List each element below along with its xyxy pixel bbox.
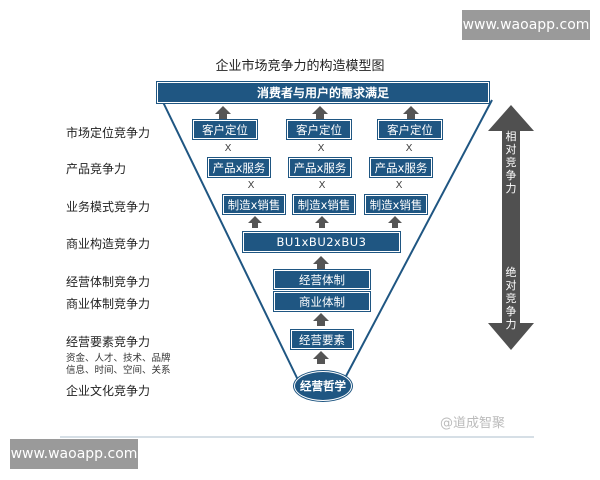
side-char: 相 xyxy=(505,130,517,143)
side-char: 力 xyxy=(505,318,517,331)
box-operation-system: 经营体制 xyxy=(273,269,371,290)
side-char: 竞 xyxy=(505,156,517,169)
label-commercial-system-competitiveness: 商业体制竞争力 xyxy=(66,297,151,311)
funnel-left-edge xyxy=(161,99,299,381)
box-bu: BU1xBU2xBU3 xyxy=(242,231,401,253)
box-product-service-1: 产品x服务 xyxy=(207,157,271,178)
x-mark: X xyxy=(247,180,255,191)
label-market-competitiveness: 市场定位竞争力 xyxy=(66,126,151,140)
label-business-model-competitiveness: 业务模式竞争力 xyxy=(66,200,151,214)
side-arrow xyxy=(488,105,534,350)
up-arrow xyxy=(215,106,231,119)
label-elements-detail-2: 信息、时间、空间、关系 xyxy=(66,365,171,376)
box-operation-elements: 经营要素 xyxy=(290,329,354,350)
side-label-absolute: 绝 对 竞 争 力 xyxy=(504,266,518,331)
box-customer-positioning-1: 客户定位 xyxy=(192,119,258,140)
label-elements-detail-1: 资金、人才、技术、品牌 xyxy=(66,353,171,364)
up-arrow xyxy=(313,256,329,269)
watermark-bottom: www.waoapp.com xyxy=(10,439,138,469)
x-mark: X xyxy=(317,143,325,154)
box-commercial-system: 商业体制 xyxy=(273,291,371,312)
brand-watermark: @道成智聚 xyxy=(440,416,506,431)
side-char: 竞 xyxy=(505,292,517,305)
side-char: 争 xyxy=(505,169,517,182)
diagram-title: 企业市场竞争力的构造模型图 xyxy=(215,59,385,74)
box-manufacture-sales-3: 制造x销售 xyxy=(364,194,428,215)
label-structure-competitiveness: 商业构造竞争力 xyxy=(66,237,151,251)
box-customer-positioning-3: 客户定位 xyxy=(377,119,443,140)
watermark-top: www.waoapp.com xyxy=(462,10,590,40)
box-product-service-2: 产品x服务 xyxy=(288,157,352,178)
up-arrow xyxy=(313,351,329,364)
side-char: 对 xyxy=(505,279,517,292)
label-operation-system-competitiveness: 经营体制竞争力 xyxy=(66,275,151,289)
up-arrow xyxy=(403,106,419,119)
side-char: 力 xyxy=(505,182,517,195)
up-arrow xyxy=(315,216,329,228)
box-manufacture-sales-1: 制造x销售 xyxy=(222,194,286,215)
up-arrow xyxy=(388,216,402,228)
x-mark: X xyxy=(224,143,232,154)
x-mark: X xyxy=(318,180,326,191)
x-mark: X xyxy=(405,143,413,154)
side-char: 绝 xyxy=(505,266,517,279)
up-arrows xyxy=(215,106,419,364)
label-product-competitiveness: 产品竞争力 xyxy=(66,162,127,176)
label-culture-competitiveness: 企业文化竞争力 xyxy=(66,384,151,398)
box-product-service-3: 产品x服务 xyxy=(369,157,433,178)
funnel-right-edge xyxy=(343,99,493,381)
side-char: 对 xyxy=(505,143,517,156)
up-arrow xyxy=(312,106,328,119)
bottom-divider xyxy=(60,436,534,438)
side-label-relative: 相 对 竞 争 力 xyxy=(504,130,518,195)
up-arrow xyxy=(248,216,262,228)
up-arrow xyxy=(313,313,329,326)
side-char: 争 xyxy=(505,305,517,318)
box-customer-positioning-2: 客户定位 xyxy=(286,119,352,140)
box-philosophy: 经营哲学 xyxy=(293,370,353,402)
box-manufacture-sales-2: 制造x销售 xyxy=(292,194,356,215)
label-elements-competitiveness: 经营要素竞争力 xyxy=(66,335,151,349)
x-mark: X xyxy=(395,180,403,191)
top-bar-demand: 消费者与用户的需求满足 xyxy=(156,81,490,104)
